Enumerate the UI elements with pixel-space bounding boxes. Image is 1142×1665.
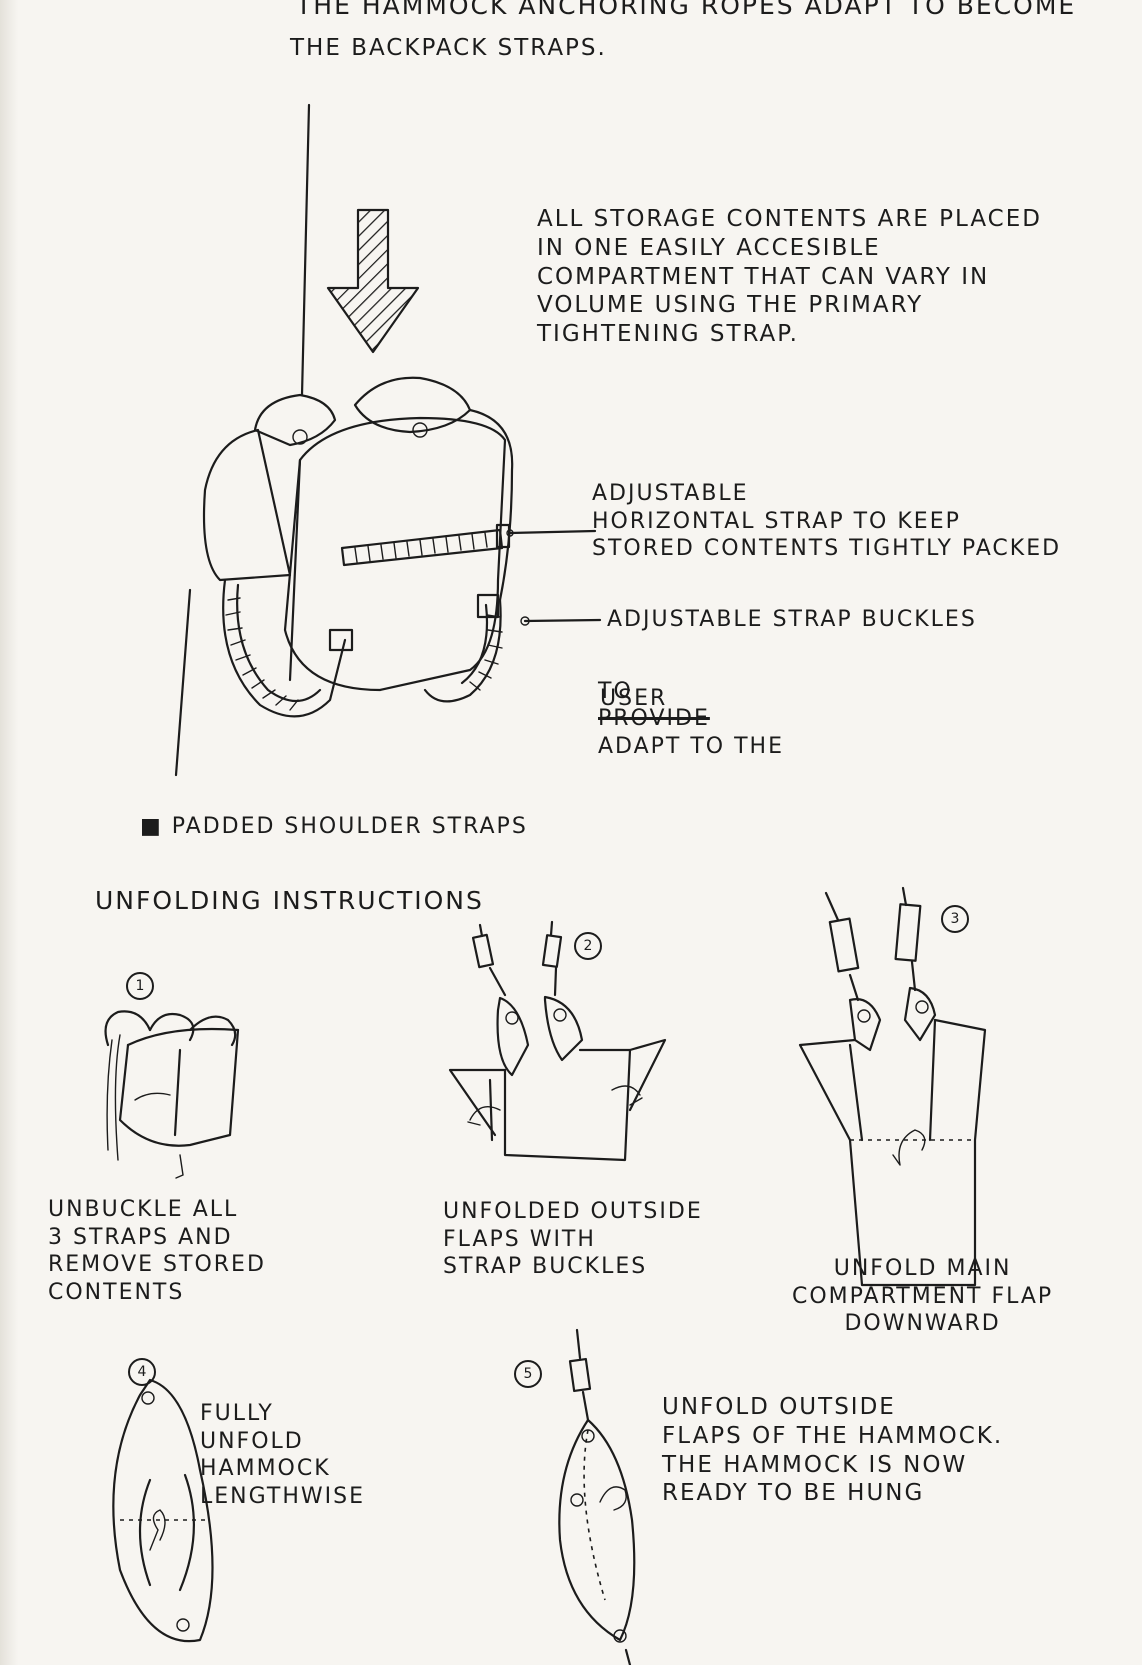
header-leader-line [302,105,309,395]
down-arrow-icon [328,210,418,352]
horizontal-strap-leader [510,531,595,533]
step-3-drawing [800,888,985,1285]
step-1-badge: 1 [126,972,154,1000]
callout-shoulder-straps: ■ PADDED SHOULDER STRAPS [140,785,528,840]
buckles-leader [525,620,600,621]
shoulder-leader [176,590,190,775]
header-line-1: THE HAMMOCK ANCHORING ROPES ADAPT TO BEC… [296,0,1076,21]
step-5-drawing [559,1330,634,1665]
step-5-badge: 5 [514,1360,542,1388]
step-3-badge: 3 [941,905,969,933]
step-4-drawing [113,1380,212,1641]
bullet-icon: ■ [140,814,172,839]
shoulder-text: PADDED SHOULDER STRAPS [172,814,528,839]
callout-buckles-line-1: ADJUSTABLE STRAP BUCKLES [607,606,977,634]
callout-horizontal-strap: ADJUSTABLE HORIZONTAL STRAP TO KEEP STOR… [592,480,1061,563]
backpack-drawing [204,378,512,717]
step-4-badge: 4 [128,1358,156,1386]
callout-storage: ALL STORAGE CONTENTS ARE PLACED IN ONE E… [537,205,1042,349]
step-2-drawing [450,922,665,1160]
buckles-rest: ADAPT TO THE [598,734,784,759]
instructions-heading: UNFOLDING INSTRUCTIONS [95,885,484,916]
step-1-caption: UNBUCKLE ALL 3 STRAPS AND REMOVE STORED … [48,1196,266,1306]
step-1-drawing [106,1011,238,1178]
step-3-caption: UNFOLD MAIN COMPARTMENT FLAP DOWNWARD [792,1255,1053,1338]
step-4-caption: FULLY UNFOLD HAMMOCK LENGTHWISE [200,1400,365,1510]
header-line-2: THE BACKPACK STRAPS. [290,34,607,63]
step-2-badge: 2 [574,932,602,960]
callout-buckles-line-3: USER [600,685,667,713]
step-2-caption: UNFOLDED OUTSIDE FLAPS WITH STRAP BUCKLE… [443,1198,703,1281]
step-5-caption: UNFOLD OUTSIDE FLAPS OF THE HAMMOCK. THE… [662,1393,1003,1508]
